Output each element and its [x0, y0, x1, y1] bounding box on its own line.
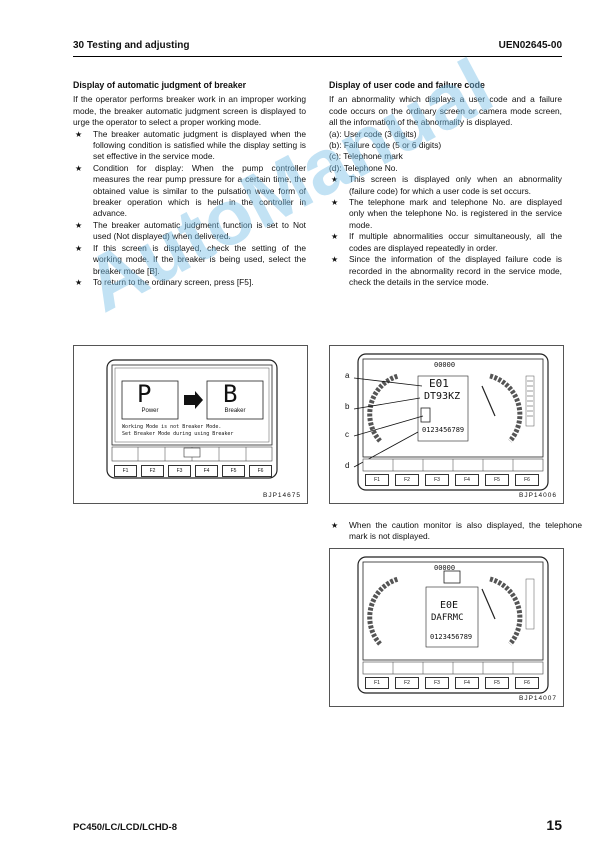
user-code: E0E — [440, 600, 459, 611]
function-key-row: F1 F2 F3 F4 F5 F6 — [365, 474, 543, 486]
breaker-note: The breaker automatic judgment function … — [73, 220, 306, 243]
to-mode-label: Breaker — [224, 408, 246, 414]
user-code-note: The telephone mark and telephone No. are… — [329, 197, 562, 231]
section-header: 30 Testing and adjusting — [73, 40, 190, 51]
figure-code: BJP14007 — [519, 695, 557, 702]
breaker-judgment-figure: P Power B Breaker Working Mode is not Br… — [73, 345, 308, 504]
breaker-section-title: Display of automatic judgment of breaker — [73, 80, 247, 90]
f3-key[interactable]: F3 — [168, 465, 191, 477]
page-number: 15 — [546, 817, 562, 833]
f6-key[interactable]: F6 — [515, 677, 539, 689]
legend-item: (a): User code (3 digits) — [329, 128, 417, 139]
user-code-section-title: Display of user code and failure code — [329, 80, 485, 90]
breaker-note: The breaker automatic judgment is displa… — [73, 129, 306, 163]
breaker-note: To return to the ordinary screen, press … — [73, 277, 306, 289]
header-rule — [73, 56, 562, 57]
function-key-row: F1 F2 F3 F4 F5 F6 — [114, 465, 272, 477]
service-meter: 00000 — [434, 564, 456, 572]
f3-key[interactable]: F3 — [425, 474, 449, 486]
telephone-number: 0123456789 — [430, 633, 473, 641]
caution-monitor-note: When the caution monitor is also display… — [329, 520, 582, 543]
telephone-number: 0123456789 — [422, 426, 465, 434]
service-meter: 00000 — [434, 361, 456, 369]
failure-code: DAFRMC — [431, 613, 464, 623]
f5-key[interactable]: F5 — [485, 677, 509, 689]
legend-item: (d): Telephone No. — [329, 162, 398, 173]
function-key-row: F1 F2 F3 F4 F5 F6 — [365, 677, 543, 689]
f3-key[interactable]: F3 — [425, 677, 449, 689]
breaker-note: Condition for display: When the pump con… — [73, 163, 306, 220]
f4-key[interactable]: F4 — [195, 465, 218, 477]
from-mode-label: Power — [141, 408, 159, 414]
failure-code: DT93KZ — [424, 391, 461, 402]
f2-key[interactable]: F2 — [141, 465, 164, 477]
callout-c: c — [345, 430, 349, 439]
figure-code: BJP14675 — [263, 492, 301, 499]
user-code-figure: 00000 E01 DT93KZ 0123456789 a b c d F1 F… — [329, 345, 564, 504]
document-code: UEN02645-00 — [498, 40, 562, 51]
callout-a: a — [345, 371, 350, 380]
breaker-intro: If the operator performs breaker work in… — [73, 94, 306, 128]
figure-code: BJP14006 — [519, 492, 557, 499]
legend-item: (c): Telephone mark — [329, 151, 403, 162]
f2-key[interactable]: F2 — [395, 474, 419, 486]
callout-d: d — [345, 461, 350, 470]
breaker-message-line1: Working Mode is not Breaker Mode. — [122, 424, 222, 430]
legend-item: (b): Failure code (5 or 6 digits) — [329, 140, 442, 151]
right-column: Display of user code and failure code If… — [329, 80, 562, 288]
caution-monitor-figure: 00000 E0E DAFRMC 0123456789 F1 F2 F3 F4 … — [329, 548, 564, 707]
user-code: E01 — [429, 377, 449, 390]
f5-key[interactable]: F5 — [485, 474, 509, 486]
model-footer: PC450/LC/LCD/LCHD-8 — [73, 822, 177, 833]
f4-key[interactable]: F4 — [455, 474, 479, 486]
f4-key[interactable]: F4 — [455, 677, 479, 689]
user-code-intro: If an abnormality which displays a user … — [329, 94, 562, 128]
callout-b: b — [345, 402, 350, 411]
f1-key[interactable]: F1 — [365, 474, 389, 486]
f6-key[interactable]: F6 — [249, 465, 272, 477]
user-code-note: Since the information of the displayed f… — [329, 254, 562, 288]
left-column: Display of automatic judgment of breaker… — [73, 80, 306, 289]
f1-key[interactable]: F1 — [365, 677, 389, 689]
f6-key[interactable]: F6 — [515, 474, 539, 486]
user-code-note: If multiple abnormalities occur simultan… — [329, 231, 562, 254]
f5-key[interactable]: F5 — [222, 465, 245, 477]
breaker-note: If this screen is displayed, check the s… — [73, 243, 306, 277]
breaker-message-line2: Set Breaker Mode during using Breaker — [122, 431, 234, 437]
f1-key[interactable]: F1 — [114, 465, 137, 477]
from-mode-letter: P — [137, 380, 152, 408]
user-code-note: This screen is displayed only when an ab… — [329, 174, 562, 197]
f2-key[interactable]: F2 — [395, 677, 419, 689]
to-mode-letter: B — [223, 380, 238, 408]
